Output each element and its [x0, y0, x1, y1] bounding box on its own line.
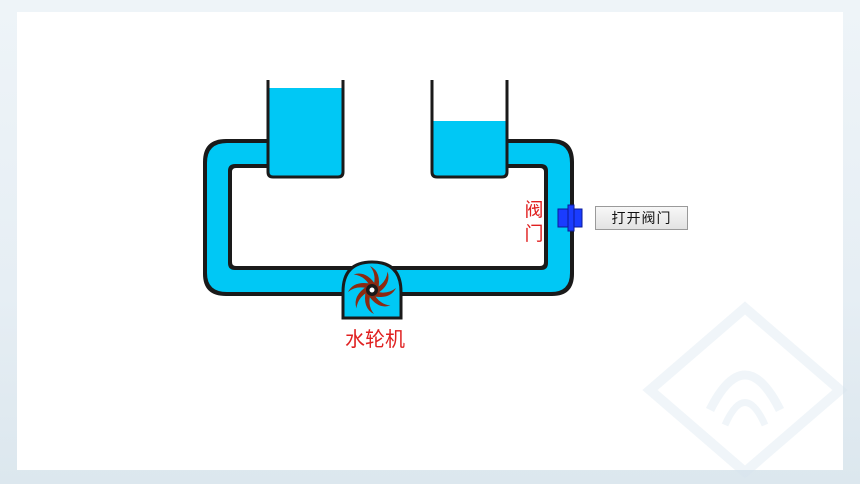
open-valve-button[interactable]: 打开阀门: [595, 206, 688, 230]
pipe-water: [207, 143, 570, 292]
right-tank-water: [433, 121, 506, 176]
slide-canvas: [17, 12, 843, 470]
right-tank-wall: [430, 80, 509, 179]
turbine-label: 水轮机: [345, 327, 405, 351]
left-tank-water: [269, 88, 342, 176]
watermark-logo: [642, 301, 848, 479]
left-tank-wall: [266, 80, 345, 179]
valve-label: 阀门: [524, 199, 544, 245]
